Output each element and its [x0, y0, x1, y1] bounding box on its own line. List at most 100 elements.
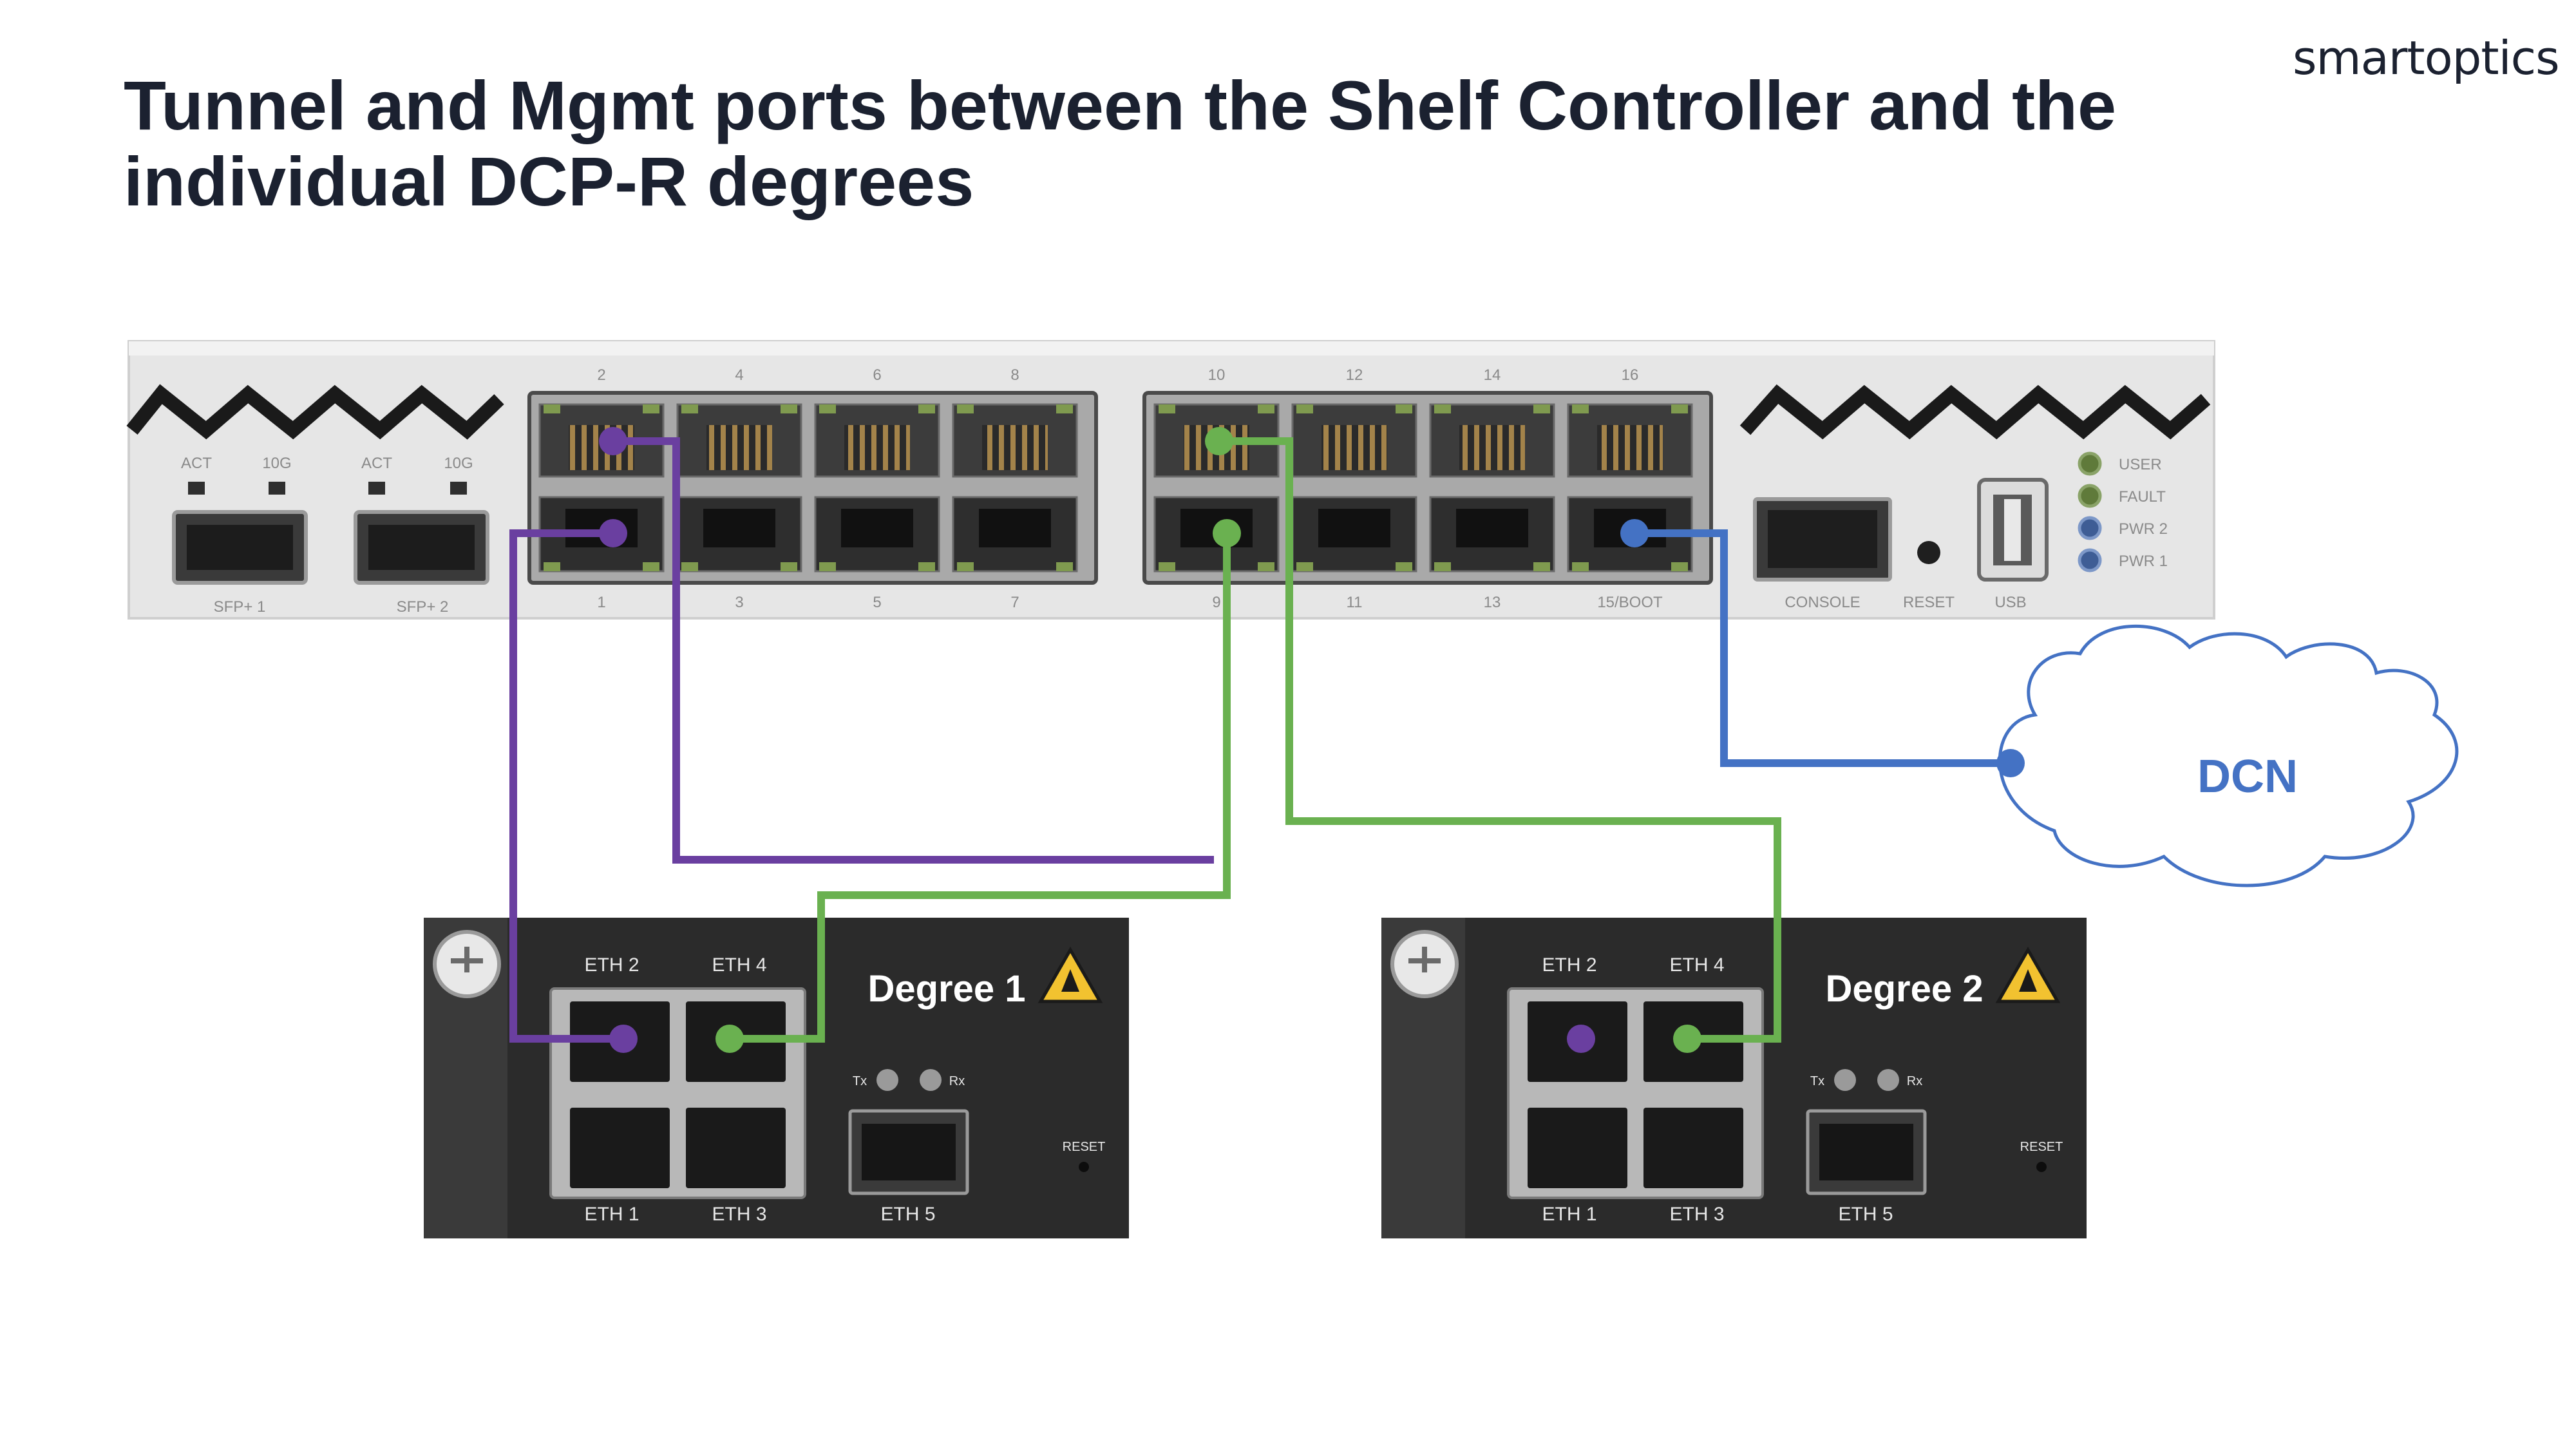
degree-1-eth2-label: ETH 2: [584, 954, 639, 976]
degree-2-screw-slot: [1408, 947, 1441, 972]
degree-2-port-eth3[interactable]: [1643, 1108, 1743, 1188]
endpoint-shelf-port10: [1205, 427, 1233, 455]
degree-2-esd-hand: [2019, 969, 2037, 992]
endpoint-shelf-port9: [1213, 519, 1241, 547]
link-led: [781, 404, 797, 413]
link-led: [681, 404, 698, 413]
title-line-1: Tunnel and Mgmt ports between the Shelf …: [124, 66, 2117, 144]
endpoint-degree2-eth4: [1673, 1025, 1701, 1053]
vent-pattern-left: [126, 384, 504, 440]
user-led-label: USER: [2119, 456, 2162, 473]
sfp2-cage-inner: [368, 525, 475, 570]
sfp-group-1: ACT 10G SFP+ 1: [172, 455, 308, 616]
rj45-contacts: [1597, 425, 1663, 470]
mgmt-link-port9-to-degree1-eth4: [730, 533, 1231, 1043]
rj45-contacts: [1321, 425, 1387, 470]
degree-1-rx-label: Rx: [949, 1074, 965, 1088]
link-led: [1533, 562, 1550, 571]
port-number-label: 9: [1212, 594, 1220, 611]
degree-1-reset-label: RESET: [1063, 1140, 1106, 1154]
fault-led: [2078, 484, 2102, 508]
link-led: [819, 404, 836, 413]
tunnel-link-port2-to-degree2-eth2: [613, 437, 1214, 864]
degree-1-reset-button[interactable]: [1079, 1162, 1089, 1172]
port-number-label: 11: [1347, 594, 1363, 611]
vent-pattern-right: [1739, 384, 2211, 440]
rj45-port-5[interactable]: [814, 496, 940, 573]
user-led: [2078, 451, 2102, 476]
rj45-port-16[interactable]: [1567, 403, 1693, 478]
link-led: [918, 404, 935, 413]
reset-button[interactable]: [1917, 541, 1940, 564]
degree-1-eth5-label: ETH 5: [880, 1204, 935, 1225]
link-led: [819, 562, 836, 571]
link-led: [1671, 404, 1688, 413]
rj45-port-3[interactable]: [676, 496, 802, 573]
degree-2-port-eth1[interactable]: [1528, 1108, 1627, 1188]
sfp1-act-led: [188, 482, 205, 495]
rj45-socket: [1456, 509, 1528, 547]
degree-1-port-eth3[interactable]: [686, 1108, 786, 1188]
sfp-group-2: ACT 10G SFP+ 2: [354, 455, 489, 616]
degree-2-eth5-label: ETH 5: [1838, 1204, 1893, 1225]
port-number-label: 14: [1484, 366, 1501, 384]
pwr1-led: [2078, 548, 2102, 573]
pwr1-led-label: PWR 1: [2119, 553, 2168, 570]
rj45-port-11[interactable]: [1291, 496, 1417, 573]
link-led: [1296, 404, 1313, 413]
link-led: [1434, 562, 1451, 571]
degree-1-port-eth1[interactable]: [570, 1108, 670, 1188]
degree-2-tx-label: Tx: [1810, 1074, 1824, 1088]
rj45-port-8[interactable]: [952, 403, 1078, 478]
link-led: [1396, 562, 1412, 571]
degree-2-reset-label: RESET: [2020, 1140, 2063, 1154]
link-led: [1572, 404, 1589, 413]
page-title: Tunnel and Mgmt ports between the Shelf …: [124, 68, 2249, 220]
link-led: [1056, 562, 1073, 571]
rj45-port-4[interactable]: [676, 403, 802, 478]
degree-1-tx-led: [876, 1069, 898, 1091]
link-led: [1258, 562, 1274, 571]
degree-2-eth3-label: ETH 3: [1669, 1204, 1724, 1225]
degree-2-rx-led: [1877, 1069, 1899, 1091]
degree-1-eth5-cage: [862, 1124, 956, 1180]
port-number-label: 15/BOOT: [1597, 594, 1663, 611]
port-number-label: 7: [1010, 594, 1019, 611]
degree-2-reset-button[interactable]: [2036, 1162, 2047, 1172]
degree-2-tx-led: [1834, 1069, 1856, 1091]
dcn-label: DCN: [2197, 751, 2298, 802]
degree-1-rx-led: [920, 1069, 942, 1091]
rj45-port-14[interactable]: [1429, 403, 1555, 478]
smartoptics-logo: smartoptics: [2293, 31, 2560, 85]
usb-port-tongue: [2004, 499, 2021, 561]
link-led: [781, 562, 797, 571]
link-led: [643, 562, 659, 571]
rj45-port-10[interactable]: [1153, 403, 1280, 478]
degree-2-rx-label: Rx: [1907, 1074, 1922, 1088]
port-number-label: 2: [597, 366, 605, 384]
degree-1-eth1-label: ETH 1: [584, 1204, 639, 1225]
rj45-contacts: [706, 425, 772, 470]
rj45-port-6[interactable]: [814, 403, 940, 478]
link-led: [1258, 404, 1274, 413]
rj45-contacts: [844, 425, 910, 470]
title-line-2: individual DCP-R degrees: [124, 142, 974, 220]
link-led: [544, 404, 560, 413]
connections: [509, 437, 2011, 1043]
degree-2-eth4-label: ETH 4: [1669, 954, 1724, 976]
degree-2-eth1-label: ETH 1: [1542, 1204, 1596, 1225]
link-led: [1159, 404, 1175, 413]
port-number-label: 16: [1622, 366, 1639, 384]
rj45-port-7[interactable]: [952, 496, 1078, 573]
tunnel-link-port1-to-degree1-eth2: [509, 529, 625, 1043]
port-number-label: 6: [873, 366, 881, 384]
connection-endpoints: [599, 427, 2025, 1053]
reset-label: RESET: [1903, 594, 1955, 611]
sfp1-cage-inner: [187, 525, 293, 570]
rj45-port-12[interactable]: [1291, 403, 1417, 478]
port-number-label: 13: [1484, 594, 1501, 611]
rj45-port-13[interactable]: [1429, 496, 1555, 573]
link-led: [1533, 404, 1550, 413]
